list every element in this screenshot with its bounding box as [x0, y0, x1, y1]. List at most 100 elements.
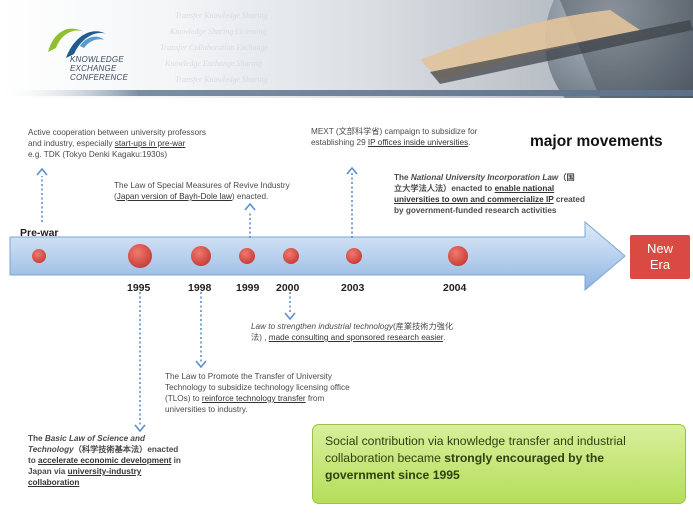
- note-1995: The Basic Law of Science and Technology（…: [28, 433, 238, 488]
- arrowhead-1995: [134, 424, 146, 433]
- note-2000-text-a: (産業技術力強化: [393, 322, 454, 331]
- note-1995-emphasis-1: accelerate economic development: [38, 456, 172, 465]
- note-2004-text-c: 立大学法人法: [394, 184, 444, 193]
- note-2004-text-e: created: [553, 195, 585, 204]
- svg-text:Knowledge Exchange Sharing: Knowledge Exchange Sharing: [164, 59, 262, 68]
- note-1999-emphasis: Japan version of Bayh-Dole law: [116, 192, 232, 201]
- note-2000: Law to strengthen industrial technology(…: [251, 321, 511, 343]
- note-2004-line-4: by government-funded research activities: [394, 206, 557, 215]
- note-1995-text-e: Japan via: [28, 467, 68, 476]
- logo-line-2: EXCHANGE: [70, 64, 117, 73]
- note-1998-line-1: The Law to Promote the Transfer of Unive…: [165, 372, 333, 381]
- timeline-arrow: [9, 220, 626, 292]
- label-2003: 2003: [341, 282, 365, 294]
- arrowhead-1999: [244, 202, 256, 211]
- note-2004-line-1: The National University Incorporation La…: [394, 172, 619, 183]
- note-2003: MEXT (文部科学省) campaign to subsidize for e…: [311, 126, 531, 148]
- note-1995-emphasis-3: collaboration: [28, 478, 80, 487]
- label-2000: 2000: [276, 282, 300, 294]
- note-2004-line-3: universities to own and commercialize IP…: [394, 194, 619, 205]
- note-1995-text-c: to: [28, 456, 39, 465]
- callout-emphasis: strongly encouraged by the government si…: [325, 451, 605, 482]
- note-1999-text-a: (: [114, 192, 117, 201]
- note-2004-text-a: The: [394, 173, 411, 182]
- note-1995-emphasis-2: university-industry: [67, 467, 142, 476]
- note-prewar-text: and industry, especially: [28, 139, 115, 148]
- note-2003-text-a: establishing 29: [311, 138, 368, 147]
- note-2003-text-b: .: [468, 138, 471, 147]
- arrowhead-prewar: [36, 167, 48, 176]
- dot-2004: [448, 246, 468, 266]
- banner-graphic: Transfer Knowledge Sharing Knowledge Sha…: [0, 0, 693, 98]
- note-2000-text-b: 法) ,: [251, 333, 269, 342]
- note-2004-line-2: 立大学法人法）enacted to enable national: [394, 183, 619, 194]
- new-era-box: New Era: [630, 235, 690, 279]
- svg-text:Transfer Knowledge Sharing: Transfer Knowledge Sharing: [175, 75, 267, 84]
- header-banner: Transfer Knowledge Sharing Knowledge Sha…: [0, 0, 693, 98]
- note-prewar-line-2: and industry, especially start-ups in pr…: [28, 138, 258, 149]
- note-1995-line-4: Japan via university-industry: [28, 466, 238, 477]
- note-2000-law-name: Law to strengthen industrial technology: [251, 322, 394, 331]
- note-prewar-line-3: e.g. TDK (Tokyo Denki Kagaku:1930s): [28, 150, 168, 159]
- note-prewar: Active cooperation between university pr…: [28, 127, 258, 160]
- svg-text:Transfer Knowledge Sharing: Transfer Knowledge Sharing: [175, 11, 267, 20]
- note-1998-line-4: universities to industry.: [165, 405, 248, 414]
- note-2003-line-2: establishing 29 IP offices inside univer…: [311, 137, 531, 148]
- note-1998-emphasis: reinforce technology transfer: [201, 394, 306, 403]
- note-1995-line-1: The Basic Law of Science and: [28, 433, 238, 444]
- note-1995-line-2: Technology（科学技術基本法）enacted: [28, 444, 238, 455]
- note-2000-line-1: Law to strengthen industrial technology(…: [251, 321, 511, 332]
- note-1995-law-name-1: Basic Law of Science and: [44, 434, 145, 443]
- label-2004: 2004: [443, 282, 467, 294]
- note-2004-emphasis-1: enable national: [494, 184, 555, 193]
- note-2000-text-c: .: [443, 333, 446, 342]
- dot-prewar: [32, 249, 46, 263]
- note-1995-line-5: collaboration: [28, 477, 238, 488]
- note-1999-line-2: (Japan version of Bayh-Dole law) enacted…: [114, 191, 334, 202]
- dot-2003: [346, 248, 362, 264]
- logo-wordmark: KNOWLEDGE EXCHANGE CONFERENCE: [70, 55, 128, 82]
- note-1999-text-b: ) enacted.: [231, 192, 269, 201]
- note-1995-text-a: The: [28, 434, 45, 443]
- note-1995-line-3: to accelerate economic development in: [28, 455, 238, 466]
- arrowhead-1998: [195, 360, 207, 369]
- note-2004-text-d: ）enacted to: [443, 184, 495, 193]
- note-1998-text-a: (TLOs) to: [165, 394, 202, 403]
- note-1999-line-1: The Law of Special Measures of Revive In…: [114, 181, 290, 190]
- note-prewar-emphasis: start-ups in pre-war: [114, 139, 186, 148]
- new-era-line-1: New: [646, 241, 673, 256]
- svg-text:Knowledge Sharing Licensing: Knowledge Sharing Licensing: [169, 27, 266, 36]
- note-2004: The National University Incorporation La…: [394, 172, 619, 216]
- note-1999: The Law of Special Measures of Revive In…: [114, 180, 334, 202]
- label-prewar: Pre-war: [20, 227, 59, 239]
- note-2000-emphasis: made consulting and sponsored research e…: [268, 333, 444, 342]
- note-1995-text-b: （科学技術基本法）enacted: [73, 445, 179, 454]
- note-1995-text-d: in: [171, 456, 181, 465]
- note-2004-text-b: （国: [558, 173, 575, 182]
- label-1995: 1995: [127, 282, 151, 294]
- note-1998-text-b: from: [305, 394, 325, 403]
- summary-callout: Social contribution via knowledge transf…: [312, 424, 686, 504]
- section-title: major movements: [530, 133, 663, 150]
- svg-text:Transfer Collaboration Excha: Transfer Collaboration Exchange: [160, 43, 268, 52]
- note-1998-line-2: Technology to subsidize technology licen…: [165, 383, 350, 392]
- note-2004-law-name: National University Incorporation Law: [410, 173, 559, 182]
- arrowhead-2003: [346, 166, 358, 175]
- note-1995-law-name-2: Technology: [28, 445, 74, 454]
- note-prewar-line-1: Active cooperation between university pr…: [28, 128, 206, 137]
- logo-line-3: CONFERENCE: [70, 73, 129, 82]
- note-1998-line-3: (TLOs) to reinforce technology transfer …: [165, 393, 390, 404]
- logo-line-1: KNOWLEDGE: [70, 55, 124, 64]
- callout-text: Social contribution via knowledge transf…: [325, 434, 626, 465]
- note-2003-line-1: MEXT (文部科学省) campaign to subsidize for: [311, 127, 478, 136]
- label-1999: 1999: [236, 282, 260, 294]
- conference-logo: [48, 28, 106, 58]
- dot-1999: [239, 248, 255, 264]
- note-1998: The Law to Promote the Transfer of Unive…: [165, 371, 390, 415]
- note-2003-emphasis: IP offices inside universities: [367, 138, 469, 147]
- dot-1995: [128, 244, 152, 268]
- note-2004-emphasis-2: universities to own and commercialize IP: [394, 195, 554, 204]
- arrowhead-2000: [284, 312, 296, 321]
- label-1998: 1998: [188, 282, 212, 294]
